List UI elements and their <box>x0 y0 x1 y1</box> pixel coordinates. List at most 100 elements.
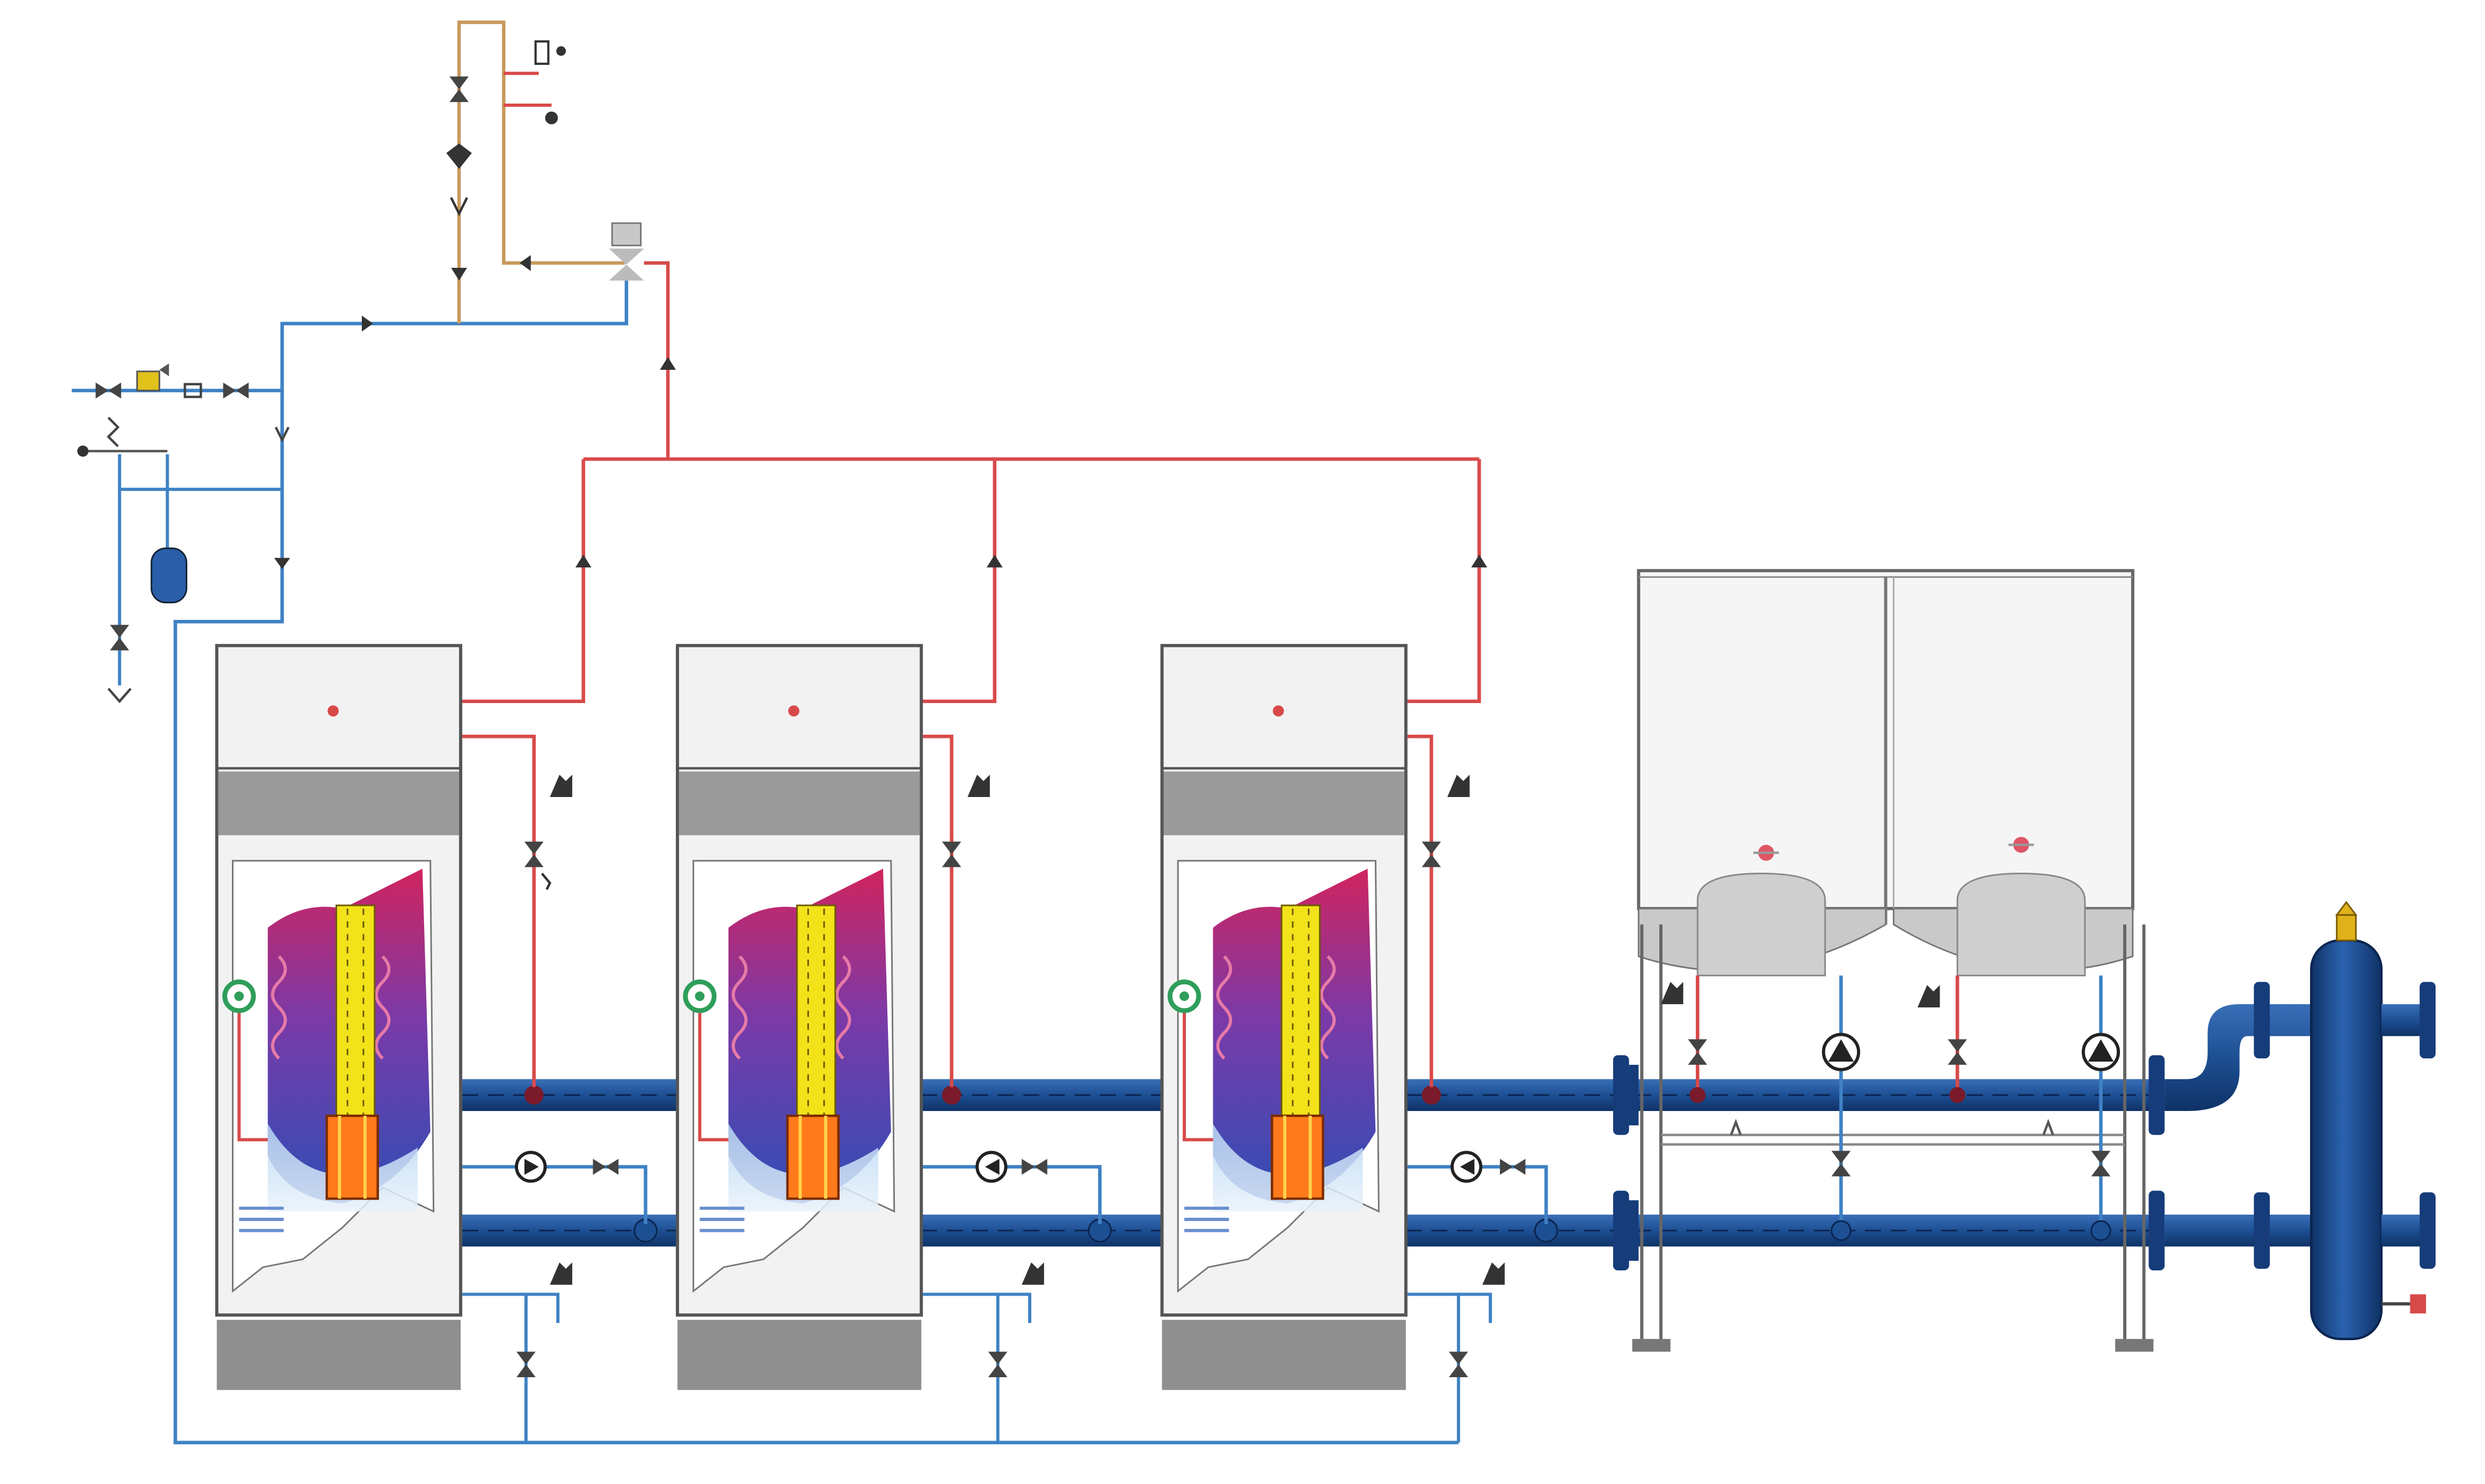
circulator-pump-icon <box>222 979 256 1013</box>
mixing-valve-icon <box>609 222 644 281</box>
air-vent-icon <box>534 40 566 65</box>
flow-arrow-icon <box>986 554 1003 568</box>
internal-red-line <box>1183 996 1213 1142</box>
expansion-vessel-icon <box>150 547 187 604</box>
safety-valve-icon <box>967 774 990 797</box>
fill-gate-valve-icon <box>449 76 469 103</box>
burner-lines <box>699 1207 745 1232</box>
safety-valve-icon <box>1022 1262 1044 1285</box>
drain-branch <box>462 1292 528 1443</box>
gate-valve-icon <box>1500 1159 1526 1175</box>
boiler-plinth <box>1162 1320 1406 1390</box>
inlet-check-valve-icon <box>184 383 202 398</box>
flange-icon <box>2254 1192 2270 1269</box>
burner-band <box>218 771 460 836</box>
separator-elbow <box>2165 1004 2312 1112</box>
gate-valve-icon <box>1449 1351 1468 1378</box>
supply-branch-1 <box>462 459 585 704</box>
flow-arrow-icon <box>519 255 531 271</box>
indicator-light-icon <box>1272 705 1284 717</box>
supply-branch-3 <box>1405 459 1481 704</box>
gate-valve-icon <box>1422 842 1441 867</box>
flow-arrow-icon <box>660 357 676 370</box>
thermometer-icon <box>545 111 558 125</box>
make-up-water-group <box>71 316 1459 1445</box>
pump-icon <box>1821 1033 1861 1071</box>
flange-icon <box>1613 1055 1629 1135</box>
flange-icon <box>1629 1064 1639 1125</box>
flow-line-to-header <box>462 734 536 1087</box>
heating-element <box>336 904 376 1130</box>
pump-icon <box>2081 1033 2120 1071</box>
gate-valve-icon <box>593 1159 619 1175</box>
boiler-plinth <box>216 1320 461 1390</box>
fill-loop <box>446 20 644 326</box>
safety-valve-icon <box>1917 985 1940 1007</box>
separator-inlet <box>2165 1215 2312 1247</box>
flange-icon <box>2148 1055 2165 1135</box>
gate-valve-icon <box>1022 1159 1047 1175</box>
flow-arrow-icon <box>274 558 290 569</box>
burner-band <box>679 771 920 836</box>
boiler-unit-3 <box>1160 644 1548 1443</box>
gate-valve-icon <box>1948 1039 1967 1065</box>
boiler-unit-1 <box>215 644 647 1443</box>
drain-branch <box>923 1292 1000 1443</box>
gate-valve-icon <box>2091 1151 2111 1176</box>
internal-red-line <box>698 996 728 1142</box>
flow-arrow-icon <box>575 554 592 568</box>
supply-manifold <box>462 261 1488 704</box>
heating-element <box>796 904 836 1130</box>
safety-valve-icon <box>106 416 120 448</box>
circulator-pump-icon <box>683 979 717 1013</box>
flow-arrow-icon <box>362 316 373 332</box>
burner-lines <box>1184 1207 1229 1232</box>
drain-valve-icon <box>2381 1294 2426 1314</box>
flange-icon <box>2420 982 2436 1059</box>
fill-check-valve-icon <box>450 197 468 216</box>
hydraulic-separator <box>2165 901 2436 1340</box>
burner-lines <box>239 1207 284 1232</box>
fill-pump-icon <box>446 143 472 169</box>
burner-band <box>1163 771 1404 836</box>
boiler-unit-2 <box>675 644 1102 1443</box>
gate-valve-icon <box>1831 1151 1851 1176</box>
flange-icon <box>1629 1200 1639 1261</box>
drain-valve-icon <box>107 625 132 704</box>
boiler-plinth <box>677 1320 922 1390</box>
pressure-gauge-icon <box>1753 845 1779 861</box>
chiller-dome-left <box>1696 873 1826 977</box>
pump-icon <box>1450 1151 1483 1183</box>
cold-water-riser <box>173 390 1459 1445</box>
chiller-dome-right <box>1956 873 2086 977</box>
indicator-light-icon <box>788 705 800 717</box>
safety-valve-icon <box>550 774 572 797</box>
safety-valve-icon <box>1482 1262 1505 1285</box>
flow-line-to-header <box>923 734 953 1087</box>
supply-riser-main <box>644 261 670 459</box>
inlet-gate-valve-icon <box>96 382 121 399</box>
drain-branch <box>1407 1292 1460 1443</box>
cold-water-inlet-pipe <box>71 321 463 392</box>
flange-icon <box>2254 982 2270 1059</box>
element-base <box>325 1114 379 1200</box>
gate-valve-icon <box>988 1351 1008 1378</box>
riser-check-valve-icon <box>274 426 290 443</box>
flange-icon <box>2420 1192 2436 1269</box>
internal-red-line <box>237 996 268 1142</box>
pressure-reducer-icon <box>136 363 169 392</box>
gate-valve-icon <box>1688 1039 1708 1065</box>
circulator-pump-icon <box>1167 979 1201 1013</box>
flange-icon <box>2148 1190 2165 1271</box>
inlet-gate-valve-2-icon <box>223 382 249 399</box>
air-vent-icon <box>2335 901 2358 941</box>
indicator-light-icon <box>327 705 339 717</box>
element-base <box>786 1114 840 1200</box>
separator-body <box>2310 939 2383 1340</box>
flow-line-to-header <box>1407 734 1433 1087</box>
element-base <box>1271 1114 1324 1200</box>
pump-icon <box>515 1151 547 1183</box>
bypass-return <box>462 280 629 326</box>
safety-valve-icon <box>1447 774 1470 797</box>
